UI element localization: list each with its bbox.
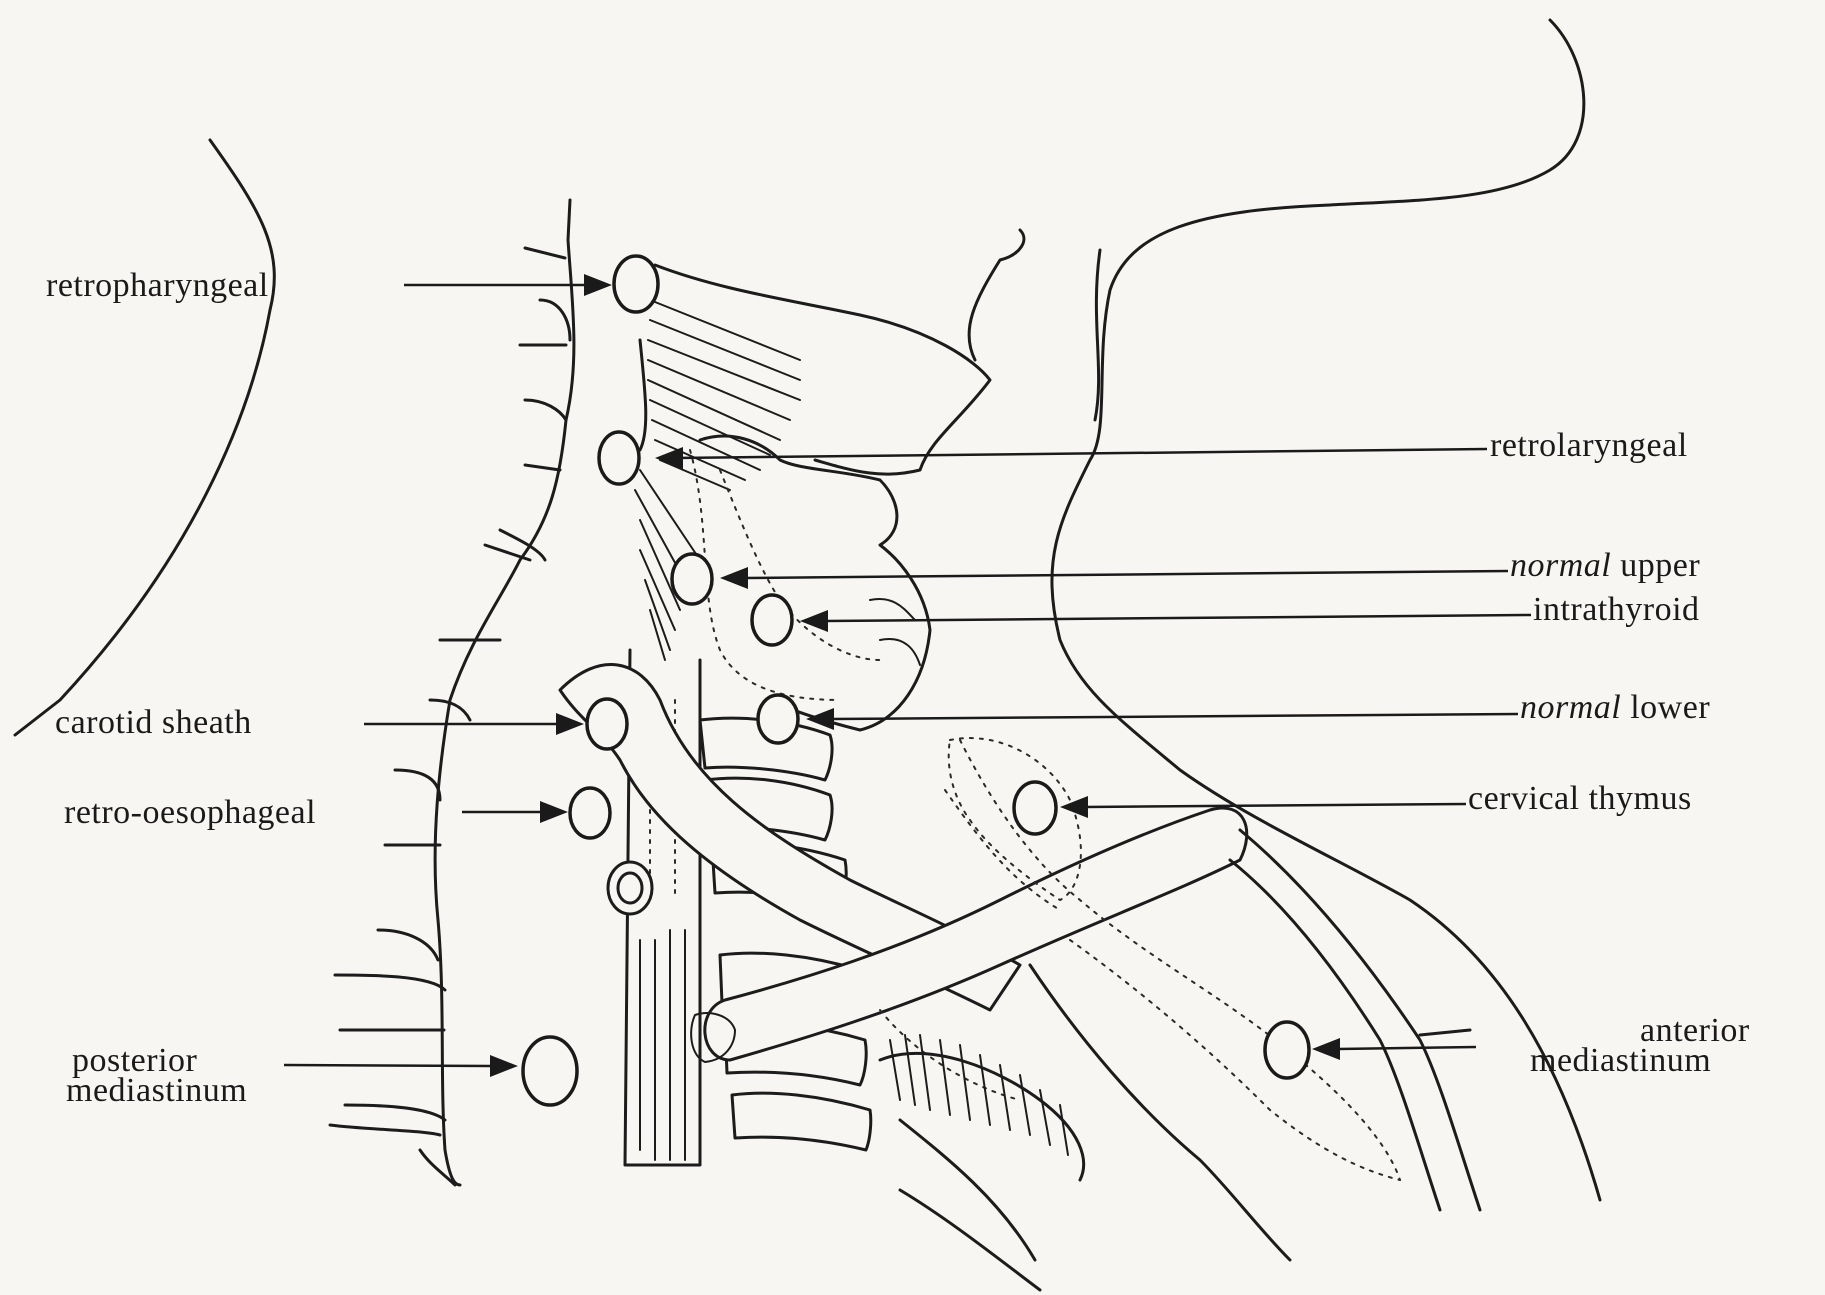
label-normal-upper: normal upper bbox=[1510, 547, 1700, 584]
gland-carotid-sheath bbox=[587, 699, 627, 749]
label-cervical-thymus: cervical thymus bbox=[1468, 780, 1692, 817]
gland-normal-upper bbox=[672, 554, 712, 604]
gland-intrathyroid bbox=[752, 595, 792, 645]
gland-cervical-thymus bbox=[1014, 782, 1056, 834]
gland-posterior-mediastinum bbox=[523, 1037, 577, 1105]
label-retropharyngeal: retropharyngeal bbox=[46, 267, 269, 304]
label-normal-lower-rest: lower bbox=[1621, 689, 1710, 726]
gland-retrolaryngeal bbox=[599, 432, 639, 484]
label-posterior-line2: mediastinum bbox=[66, 1072, 247, 1109]
gland-normal-lower bbox=[758, 695, 798, 743]
face-profile bbox=[1052, 20, 1600, 1200]
gland-retropharyngeal bbox=[614, 256, 658, 312]
label-intrathyroid: intrathyroid bbox=[1533, 591, 1700, 628]
gland-anterior-mediastinum bbox=[1265, 1022, 1309, 1078]
aortic-arch bbox=[880, 1035, 1084, 1290]
label-retrolaryngeal: retrolaryngeal bbox=[1490, 427, 1688, 464]
label-retro-oesophageal: retro-oesophageal bbox=[64, 794, 316, 831]
gland-retro-oesophageal bbox=[570, 788, 610, 838]
neck-front bbox=[1095, 250, 1100, 420]
label-normal-lower-italic: normal bbox=[1520, 689, 1621, 726]
back-outline bbox=[15, 140, 274, 735]
label-carotid-sheath: carotid sheath bbox=[55, 704, 252, 741]
label-normal-upper-italic: normal bbox=[1510, 547, 1611, 584]
label-normal-upper-rest: upper bbox=[1611, 547, 1700, 584]
label-anterior-line2: mediastinum bbox=[1530, 1042, 1711, 1079]
vertebral-column bbox=[330, 200, 574, 1185]
label-normal-lower: normal lower bbox=[1520, 689, 1710, 726]
